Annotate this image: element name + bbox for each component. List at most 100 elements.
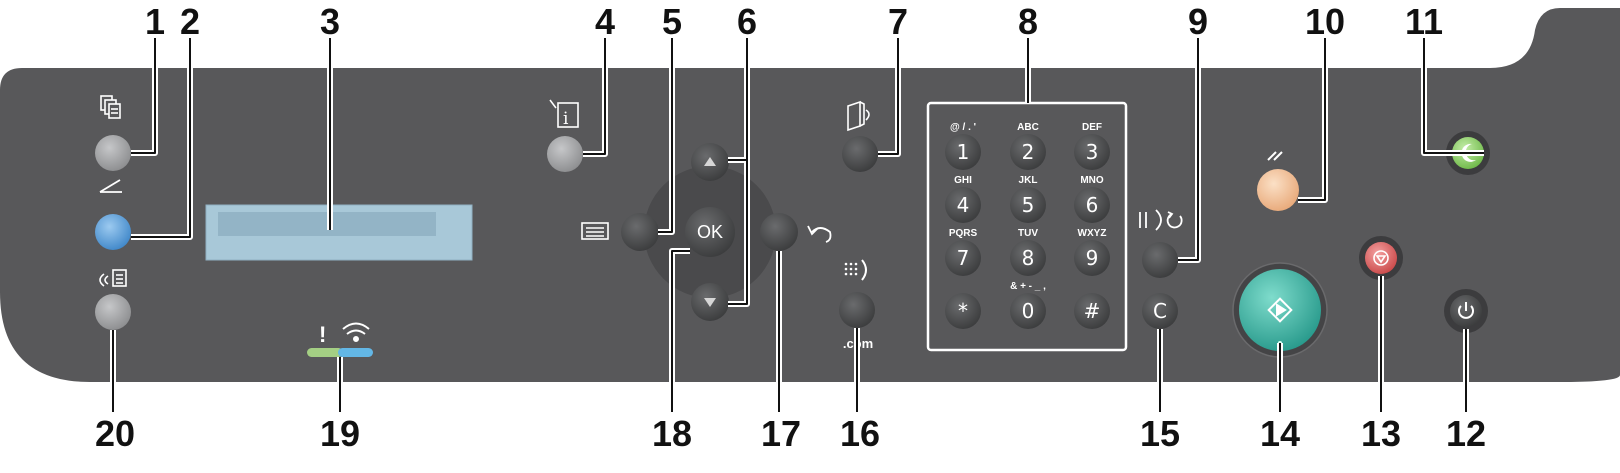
keypad-key-1[interactable]: 1@ / . ' [945, 122, 981, 170]
callout-14: 14 [1260, 413, 1300, 454]
back-button[interactable] [760, 213, 798, 251]
scan-icon [99, 179, 122, 193]
keypad-key-letters: DEF [1082, 122, 1102, 133]
keypad-key-circle[interactable] [945, 293, 981, 329]
menu-button[interactable] [621, 213, 659, 251]
keypad-key-digit: 7 [957, 246, 970, 270]
clear-all-icon [1267, 151, 1283, 161]
keypad-key-7[interactable]: 7 PQRS [945, 228, 981, 276]
callout-11: 11 [1405, 1, 1443, 42]
keypad-key-circle[interactable] [1010, 134, 1046, 170]
fax-button[interactable] [95, 294, 131, 330]
keypad-key-circle[interactable] [1010, 293, 1046, 329]
keypad-key-digit: 1 [957, 140, 970, 164]
callout-20: 20 [95, 413, 135, 454]
keypad-key-5[interactable]: 5 JKL [1010, 175, 1046, 223]
keypad-key-circle[interactable] [945, 240, 981, 276]
keypad-key-circle[interactable] [1074, 134, 1110, 170]
back-arrow-icon [807, 225, 832, 243]
keypad-key-3[interactable]: 3 DEF [1074, 122, 1110, 170]
clear-label: C [1153, 299, 1167, 323]
info-icon: i [563, 109, 569, 129]
clear-all-button[interactable] [1257, 169, 1299, 211]
keypad-key-digit: 2 [1022, 140, 1035, 164]
keypad-key-circle[interactable] [1074, 240, 1110, 276]
copy-button[interactable] [95, 135, 131, 171]
callout-9: 9 [1188, 1, 1208, 42]
address-book-button[interactable] [842, 136, 878, 172]
callout-16: 16 [840, 413, 880, 454]
callout-3: 3 [320, 1, 340, 42]
redial-pause-button[interactable] [1142, 242, 1178, 278]
callout-2: 2 [180, 1, 200, 42]
keypad-key-6[interactable]: 6 MNO [1074, 175, 1110, 223]
keypad-key-8[interactable]: 8 TUV [1010, 228, 1046, 276]
up-arrow-icon [704, 157, 716, 166]
down-arrow-icon [704, 298, 716, 307]
keypad-key-letters: & + - _ , [1010, 281, 1046, 292]
callout-1: 1 [145, 1, 165, 42]
callout-12: 12 [1446, 413, 1486, 454]
manual-dial-phone-icon [861, 259, 867, 281]
keypad-key-digit: 6 [1086, 193, 1099, 217]
keypad-key-hash[interactable]: # [1074, 293, 1110, 329]
keypad-key-circle[interactable] [1074, 187, 1110, 223]
keypad-key-digit: 9 [1086, 246, 1099, 270]
callout-5: 5 [662, 1, 682, 42]
keypad-key-letters: JKL [1019, 175, 1038, 186]
callout-8: 8 [1018, 1, 1038, 42]
keypad-key-circle[interactable] [1074, 293, 1110, 329]
machine-status-icon [549, 99, 579, 128]
keypad-key-star[interactable]: * [945, 293, 981, 329]
manual-dial-button[interactable] [839, 292, 875, 328]
keypad-key-0[interactable]: 0 & + - _ , [1010, 281, 1046, 329]
keypad-key-digit: * [958, 299, 968, 323]
keypad-key-digit: 4 [957, 193, 970, 217]
stop-icon [1373, 250, 1389, 266]
callout-17: 17 [761, 413, 801, 454]
callout-6: 6 [737, 1, 757, 42]
stop-button[interactable] [1365, 242, 1397, 274]
callout-4: 4 [595, 1, 615, 42]
error-indicator-icon: ! [319, 322, 326, 347]
keypad-key-digit: # [1084, 299, 1101, 323]
keypad-key-digit: 5 [1022, 193, 1035, 217]
status-led-blue [338, 348, 373, 357]
keypad-key-digit: 8 [1022, 246, 1035, 270]
callout-leaders-inner [112, 38, 1484, 412]
machine-status-button[interactable] [547, 136, 583, 172]
callout-10: 10 [1305, 1, 1345, 42]
callout-19: 19 [320, 413, 360, 454]
keypad-key-letters: ABC [1017, 122, 1039, 133]
keypad-key-circle[interactable] [945, 187, 981, 223]
manual-dial-icon [844, 262, 858, 276]
copy-icon [100, 95, 121, 119]
redial-pause-icon [1139, 209, 1183, 231]
status-led-green [307, 348, 343, 357]
keypad-key-letters: TUV [1018, 228, 1038, 239]
power-icon [1458, 302, 1474, 319]
keypad-key-letters: PQRS [949, 228, 978, 239]
wifi-icon [342, 322, 370, 342]
keypad-key-digit: 3 [1086, 140, 1099, 164]
keypad-key-circle[interactable] [1010, 187, 1046, 223]
scan-button[interactable] [95, 214, 131, 250]
address-book-icon [847, 100, 870, 132]
moon-icon [1461, 143, 1476, 162]
keypad-key-digit: 0 [1022, 299, 1035, 323]
clear-button[interactable] [1142, 293, 1178, 329]
keypad-key-circle[interactable] [945, 134, 981, 170]
ok-label: OK [697, 222, 723, 242]
start-icon [1267, 297, 1293, 323]
panel-body [0, 8, 1620, 382]
keypad-key-circle[interactable] [1010, 240, 1046, 276]
ok-button[interactable] [685, 207, 735, 257]
keypad-key-2[interactable]: 2 ABC [1010, 122, 1046, 170]
callout-15: 15 [1140, 413, 1180, 454]
keypad-key-letters: MNO [1080, 175, 1104, 186]
menu-icon [581, 222, 609, 240]
